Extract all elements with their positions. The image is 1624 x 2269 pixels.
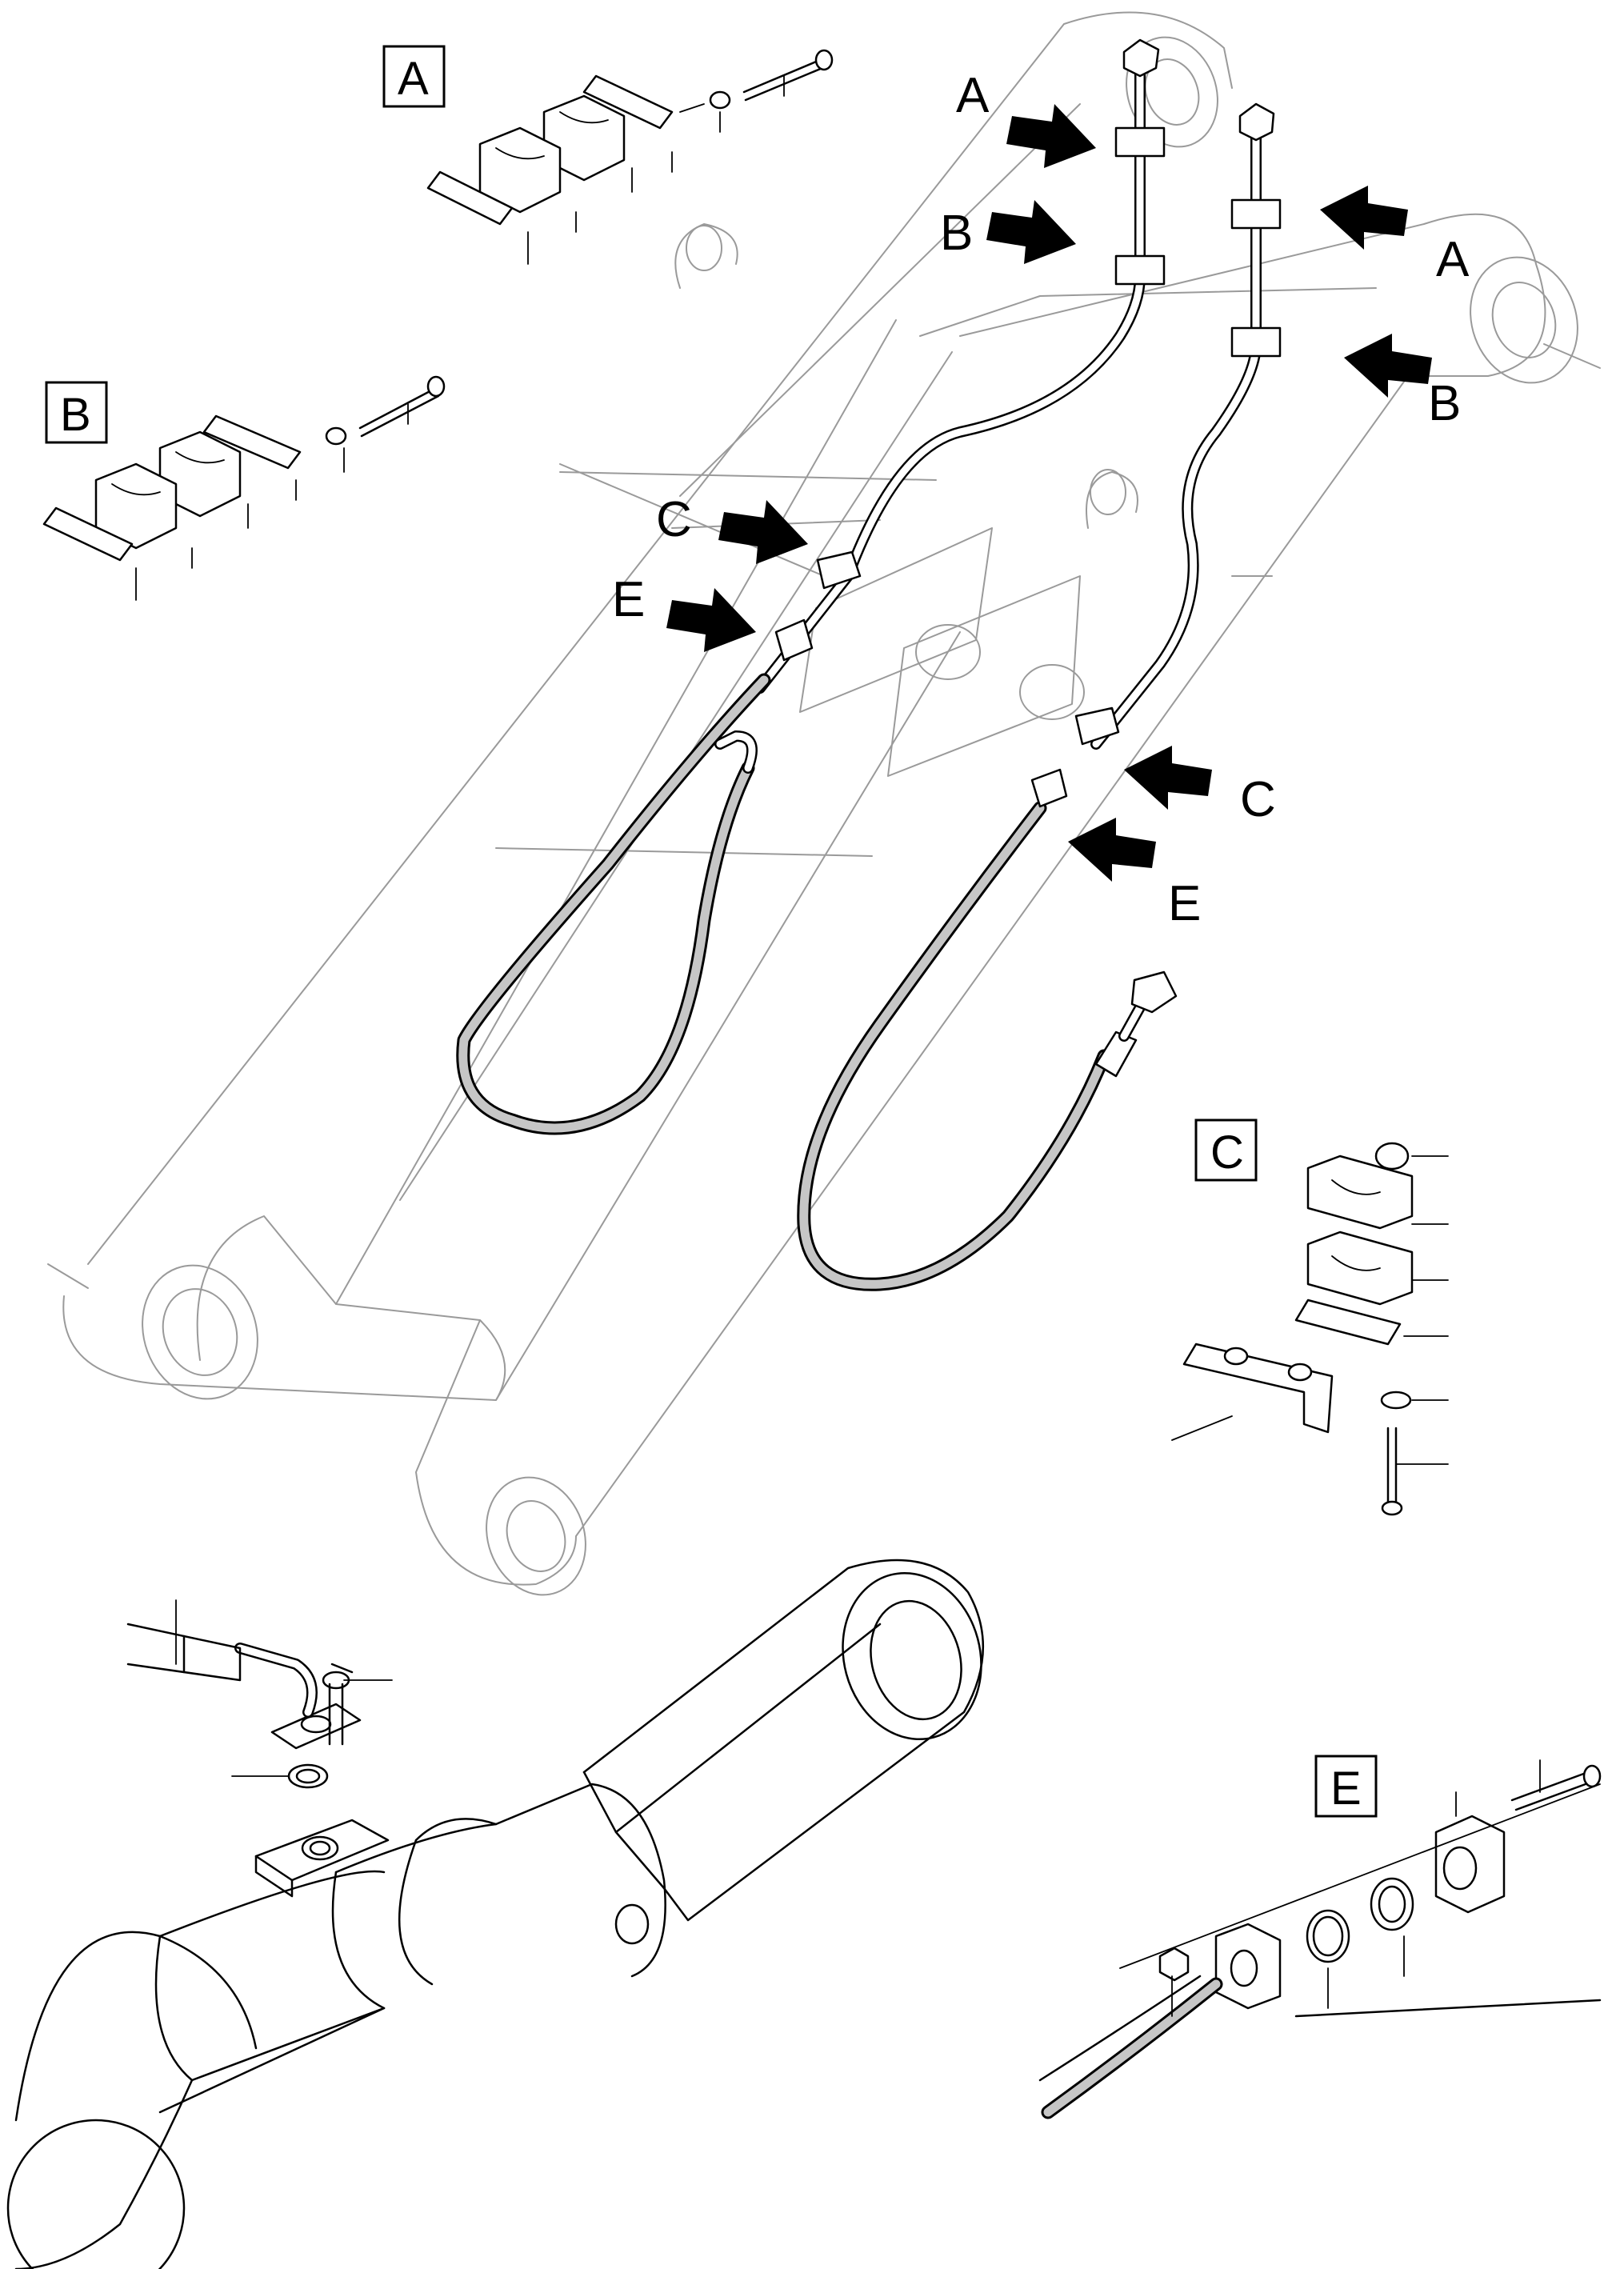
- arrow-a-left: [1006, 104, 1096, 168]
- callout-e-left: E: [612, 572, 645, 627]
- detail-a-box: [382, 45, 446, 108]
- cylinder-assembly: [6, 1559, 985, 2269]
- callout-e-right: E: [1168, 876, 1201, 931]
- detail-e: E: [1038, 1755, 1602, 2119]
- detail-a: A: [382, 45, 834, 265]
- callout-c-left: C: [656, 492, 692, 547]
- arrow-a-right: [1320, 186, 1408, 250]
- arrow-c-right: [1124, 746, 1212, 810]
- arrow-c-left: [718, 500, 808, 564]
- callout-c-right: C: [1240, 772, 1276, 827]
- hydraulic-lines: [456, 58, 1262, 1291]
- arrow-b-right: [1344, 334, 1432, 398]
- detail-e-label: E: [1330, 1763, 1362, 1815]
- boom-arm: [47, 11, 1601, 1596]
- arrow-e-right: [1068, 818, 1156, 882]
- callout-labels: A B C E A B C E: [612, 68, 1470, 931]
- detail-b: B: [42, 375, 446, 601]
- callout-arrows: [666, 104, 1432, 882]
- callout-b-left: B: [940, 206, 973, 261]
- detail-b-label: B: [60, 389, 91, 441]
- detail-c-box: [1194, 1118, 1258, 1182]
- detail-c: C: [1171, 1118, 1449, 1516]
- arrow-e-left: [666, 588, 756, 652]
- callout-b-right: B: [1428, 376, 1461, 431]
- detail-c-label: C: [1210, 1126, 1244, 1179]
- arrow-b-left: [986, 200, 1076, 264]
- callout-a-right: A: [1436, 232, 1470, 287]
- detail-a-label: A: [398, 53, 429, 105]
- pipe-clamps: [774, 38, 1282, 808]
- detail-b-box: [45, 381, 108, 444]
- callout-a-left: A: [956, 68, 990, 123]
- detail-e-box: [1314, 1755, 1378, 1818]
